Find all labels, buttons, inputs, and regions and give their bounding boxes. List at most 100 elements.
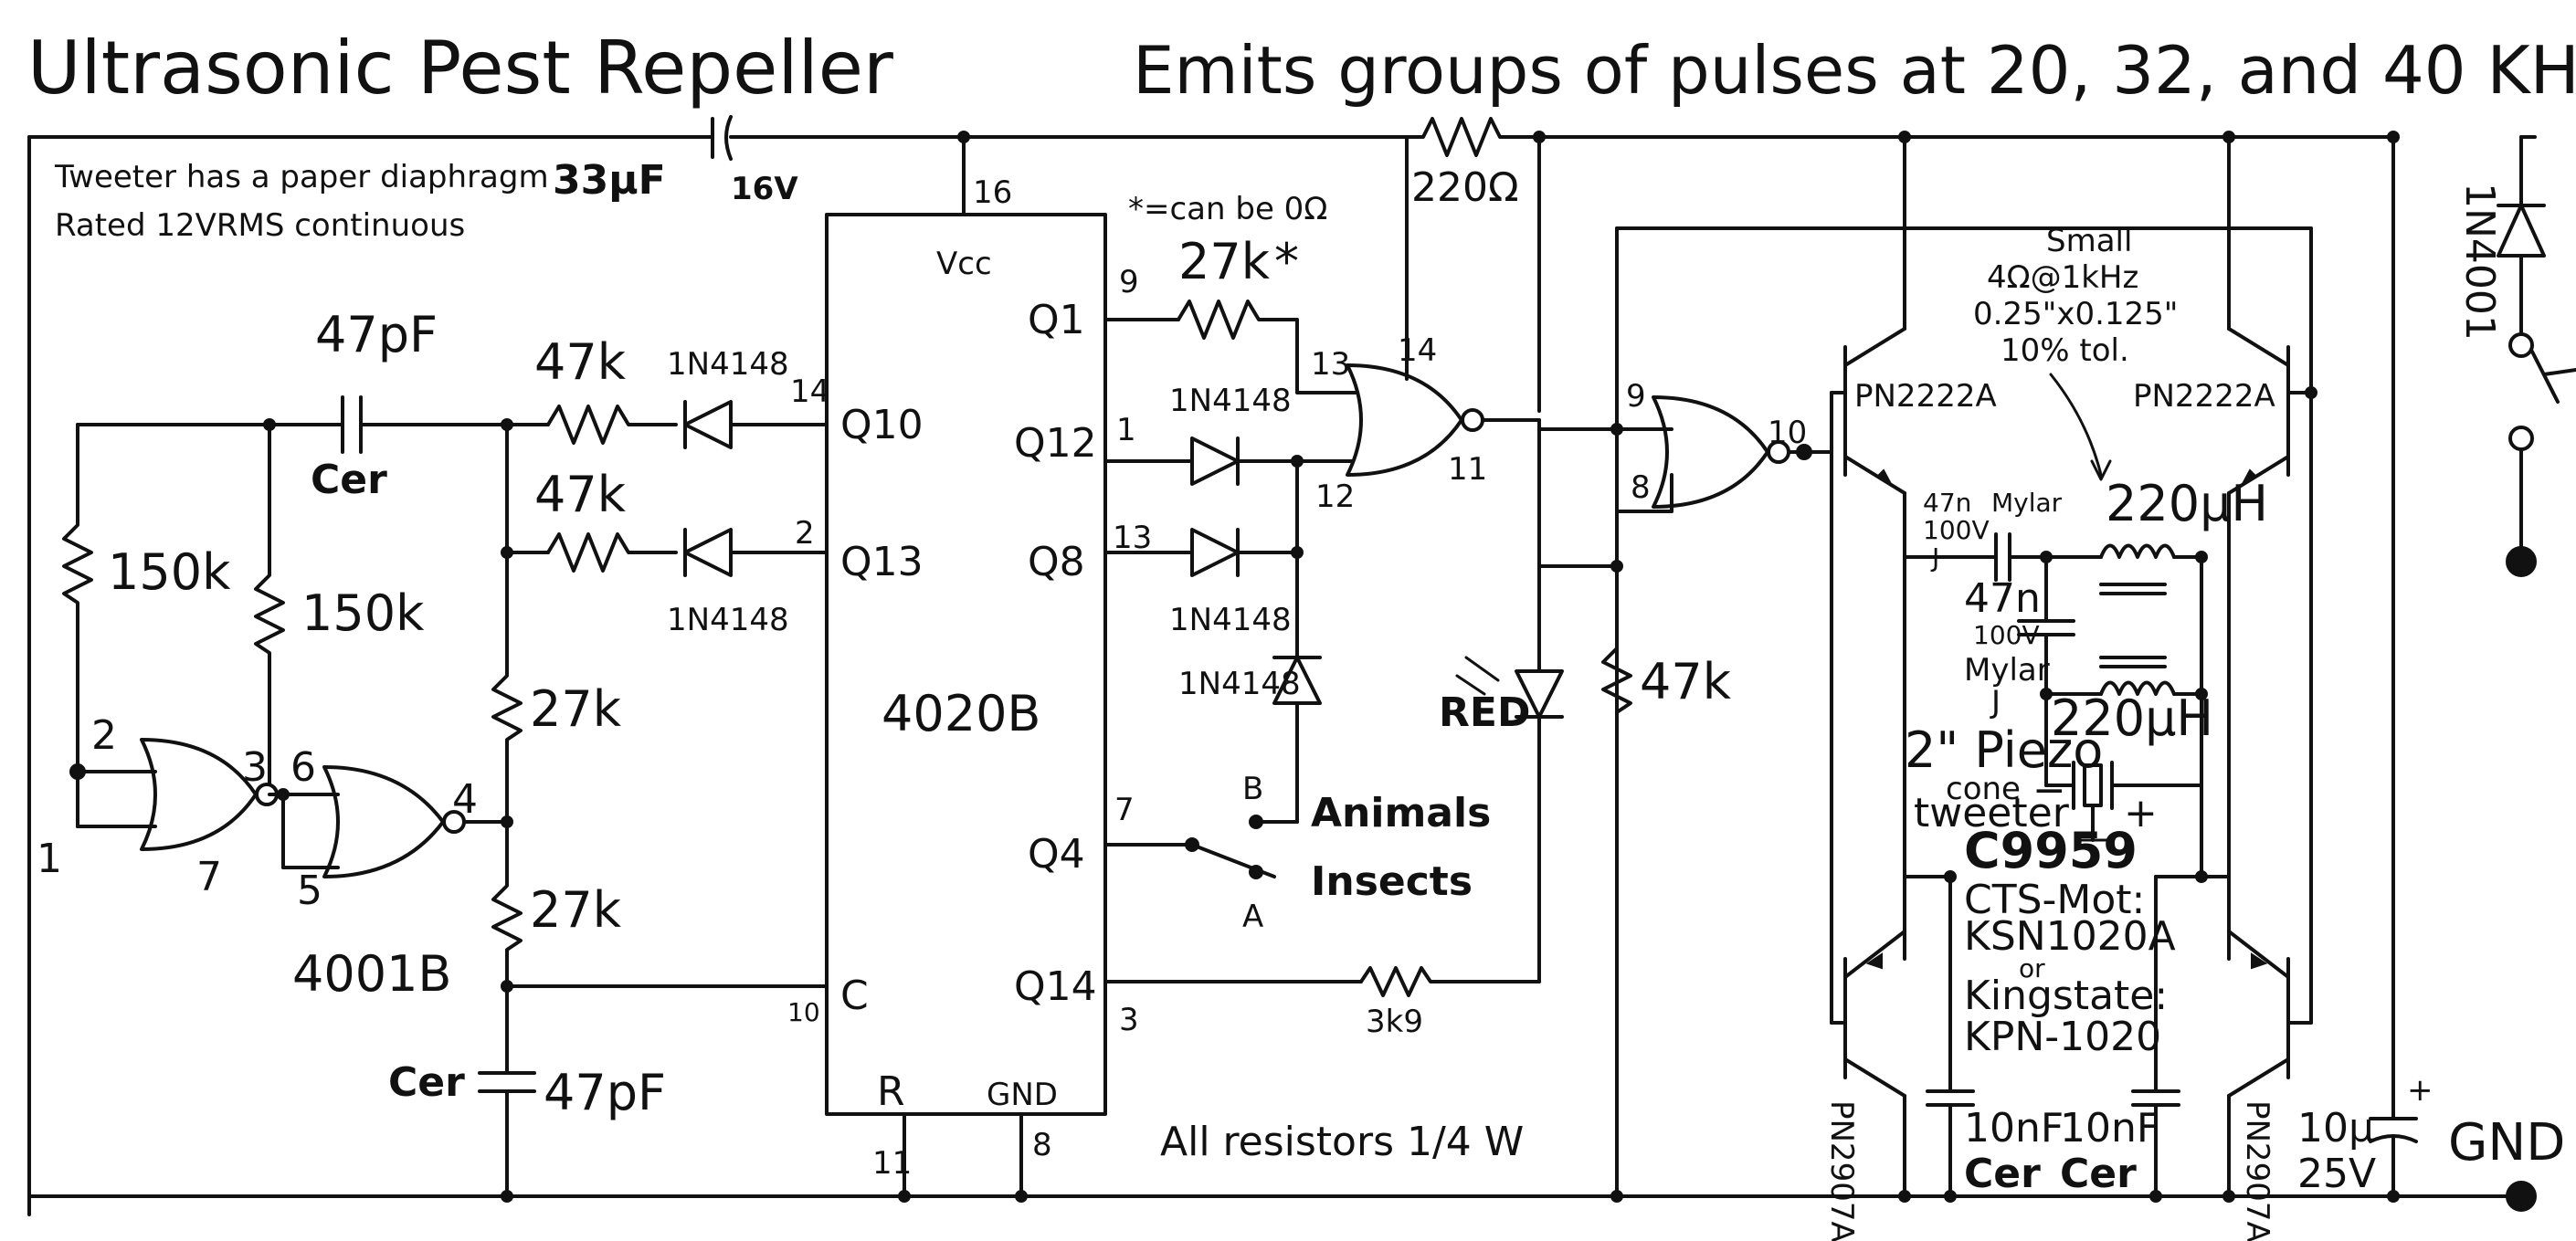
pin-num-c: 10 (787, 997, 820, 1027)
diode-b-label: 1N4148 (667, 602, 789, 638)
resistor-27k-a-value: 27k (530, 680, 622, 738)
diode-1n4148-vertical: 1N4148 (1178, 656, 1322, 705)
tweeter-note-line2: Rated 12VRMS continuous (55, 207, 465, 244)
transistor-pnp-right: PN2907A (2227, 930, 2290, 1241)
capacitor-47pf-top-type: Cer (311, 457, 387, 503)
capacitor-33uf: 33μF 16V (553, 115, 798, 207)
cap-10u-plus: + (2407, 1072, 2433, 1109)
diode-1n4148-b: 1N4148 (667, 528, 789, 638)
cap-47n-a-value: 47n (1923, 488, 1971, 518)
diode-1n4148-q12: 1N4148 (1169, 383, 1292, 486)
pin-num-q12: 1 (1116, 412, 1136, 448)
pin-num-q1: 9 (1119, 264, 1139, 300)
nor1-pin-in-b: 1 (37, 836, 62, 882)
led-red: RED (1439, 656, 1564, 736)
ic-4020b: 4020B Vcc Q10 Q13 C R GND Q1 Q12 Q8 Q4 Q… (825, 213, 1107, 1116)
piezo-alt-1: CTS-Mot: (1964, 877, 2145, 923)
piezo-label-line3: tweeter (1914, 790, 2070, 836)
piezo-alt-2: KSN1020A (1964, 913, 2176, 960)
capacitor-47pf-bottom: 47pF Cer (388, 1059, 666, 1121)
cap-10nf-b-type: Cer (2060, 1151, 2137, 1197)
nor3-pin-in-a: 13 (1311, 346, 1350, 383)
capacitor-47pf-bottom-value: 47pF (544, 1064, 666, 1121)
nor-gate-2 (322, 765, 466, 878)
nor3-pin-out: 11 (1448, 451, 1487, 488)
tweeter-note-line1: Tweeter has a paper diaphragm (54, 159, 549, 195)
mylar-a-label: Mylar (1991, 488, 2063, 518)
transistor-npn-left: PN2222A (1843, 327, 1997, 495)
resistor-220-ohm: 220Ω (1405, 117, 1519, 211)
asterisk-note: *=can be 0Ω (1128, 191, 1327, 227)
nor-gate-4 (1652, 395, 1790, 509)
ic-4020b-pin-c: C (840, 973, 869, 1019)
resistor-27k-star-value: 27k (1178, 233, 1271, 290)
pin-num-vcc: 16 (973, 174, 1012, 211)
ic-4020b-pin-q4: Q4 (1028, 831, 1085, 878)
nor-gate-1 (140, 738, 279, 851)
piezo-label-line2: cone (1946, 771, 2021, 807)
pin-num-q8: 13 (1113, 520, 1152, 556)
cap-47n-a-voltage: 100V (1923, 515, 1990, 545)
diode-1n4001: 1N4001 (2456, 183, 2546, 341)
piezo-tweeter: − + (2032, 761, 2158, 842)
piezo-minus: − (2032, 767, 2066, 814)
pin-num-q14: 3 (1119, 1002, 1139, 1038)
nor1-pin-gnd: 7 (196, 854, 222, 900)
nor2-pin-in-a: 6 (290, 744, 316, 791)
ic-4020b-pin-q14: Q14 (1014, 963, 1097, 1010)
ic-4020b-pin-q10: Q10 (840, 402, 924, 448)
ic-4020b-pin-r: R (877, 1068, 905, 1115)
piezo-alt-3: or (2019, 953, 2045, 983)
ic-4020b-pin-q12: Q12 (1014, 420, 1097, 467)
ic-4020b-pin-q8: Q8 (1028, 539, 1085, 585)
inductor-note-line3: 0.25"x0.125" (1973, 296, 2178, 332)
pin-num-q4: 7 (1114, 792, 1135, 828)
mode-animals-label: Animals (1311, 790, 1491, 836)
pin-num-gnd: 8 (1032, 1127, 1052, 1163)
inductor-note-line1: Small (2046, 223, 2132, 259)
ic-4020b-pin-q13: Q13 (840, 539, 924, 585)
switch-b-label: B (1242, 771, 1263, 807)
resistor-3k9-value: 3k9 (1366, 1004, 1423, 1040)
npn-right-label: PN2222A (2133, 378, 2275, 415)
mode-insects-label: Insects (1311, 858, 1473, 905)
diode-1n4001-label: 1N4001 (2456, 183, 2503, 341)
pin-num-q13: 2 (795, 515, 815, 552)
resistor-47k-c-value: 47k (1640, 653, 1732, 710)
resistor-47k-a-value: 47k (534, 333, 627, 391)
ic-4020b-vcc-label: Vcc (936, 246, 992, 282)
diagram-title: Ultrasonic Pest Repeller (27, 26, 893, 110)
led-red-label: RED (1439, 689, 1530, 736)
capacitor-33uf-voltage: 16V (731, 171, 798, 207)
nor1-pin-out: 3 (242, 744, 268, 791)
power-switch[interactable] (2508, 332, 2576, 451)
resistor-220-ohm-value: 220Ω (1411, 164, 1519, 211)
cap-47n-b-tol: J (1990, 684, 2001, 720)
capacitor-47pf-bottom-type: Cer (388, 1059, 465, 1106)
inductor-b-value: 220μH (2051, 689, 2213, 747)
piezo-part-number: C9959 (1964, 822, 2138, 879)
gnd-label: GND (2448, 1113, 2565, 1173)
diode-vert-label: 1N4148 (1178, 666, 1301, 702)
piezo-alt-5: KPN-1020 (1964, 1014, 2161, 1060)
switch-a-label: A (1242, 899, 1263, 935)
pin-num-q10: 14 (790, 373, 829, 410)
pnp-right-label: PN2907A (2239, 1100, 2275, 1241)
inductor-note-line4: 10% tol. (2001, 332, 2129, 369)
diode-q12-label: 1N4148 (1169, 383, 1292, 419)
piezo-plus: + (2124, 790, 2158, 836)
capacitor-47pf-top-value: 47pF (315, 306, 438, 363)
diode-q8-label: 1N4148 (1169, 602, 1292, 638)
capacitor-47pf-top: 47pF Cer (311, 306, 438, 503)
nor4-pin-in-a: 9 (1626, 378, 1646, 415)
nor3-pin-in-b: 12 (1315, 479, 1355, 515)
cap-10nf-b-value: 10nF (2060, 1105, 2159, 1152)
cap-47n-b-dielectric: Mylar (1964, 652, 2050, 689)
cap-10u-voltage: 25V (2297, 1151, 2376, 1197)
capacitor-33uf-value: 33μF (553, 157, 666, 204)
cap-10nf-a-type: Cer (1964, 1151, 2041, 1197)
piezo-label-line1: 2" Piezo (1905, 721, 2103, 779)
ground-rail (27, 1181, 2537, 1212)
resistor-27k-star-mark: * (1274, 233, 1299, 290)
